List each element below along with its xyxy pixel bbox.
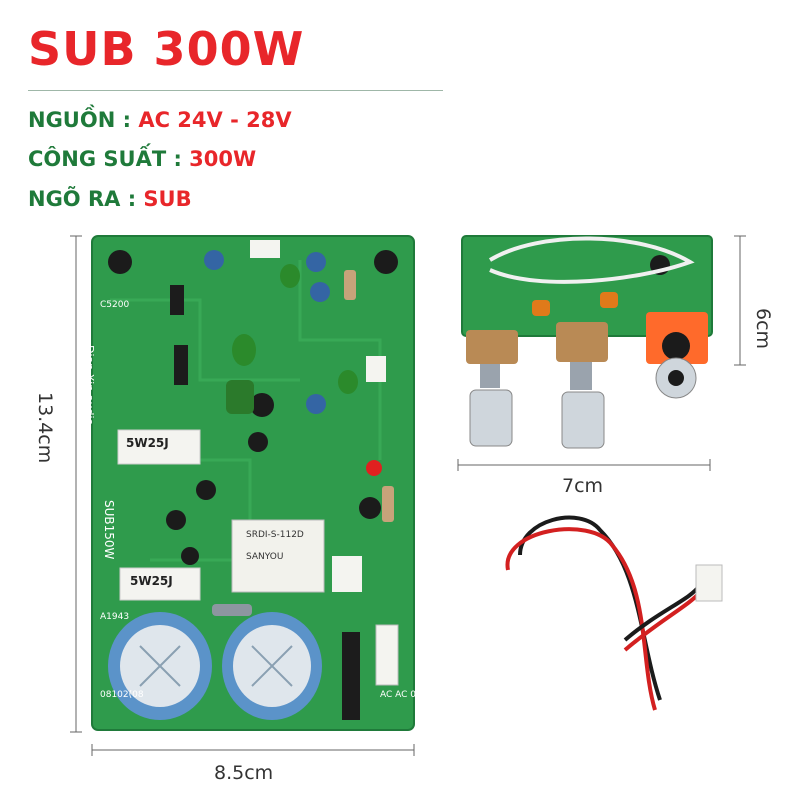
code-text-1: A1943 xyxy=(100,612,130,622)
model-text: SUB150W xyxy=(102,500,116,560)
ac-connector xyxy=(375,624,399,686)
main-height-dimension xyxy=(70,235,82,733)
spec-power-value: AC 24V - 28V xyxy=(138,108,292,132)
spec-power-label: NGUỒN : xyxy=(28,108,139,132)
spec-wattage: CÔNG SUẤT : 300W xyxy=(28,147,256,171)
power-cable xyxy=(505,515,723,711)
power-resistor-1 xyxy=(117,429,201,465)
spec-power: NGUỒN : AC 24V - 28V xyxy=(28,108,292,132)
potentiometer-1 xyxy=(466,330,518,447)
resistor-label-2: 5W25J xyxy=(130,574,173,588)
spec-output-label: NGÕ RA : xyxy=(28,187,144,211)
spec-output-value: SUB xyxy=(143,187,192,211)
relay-brand: SANYOU xyxy=(246,552,284,562)
small-components xyxy=(108,240,398,616)
filter-capacitor-1 xyxy=(108,612,212,720)
cap-text: C5200 xyxy=(100,300,130,310)
rca-input-jack xyxy=(646,312,708,399)
spec-wattage-label: CÔNG SUẤT : xyxy=(28,147,190,171)
main-width-dimension xyxy=(91,744,415,756)
small-width-label: 7cm xyxy=(562,475,604,497)
main-width-label: 8.5cm xyxy=(214,762,274,784)
rectifier xyxy=(342,632,360,720)
brand-text: Dian Xin audio xyxy=(83,345,96,426)
main-pcb xyxy=(91,235,415,731)
main-height-label: 13.4cm xyxy=(34,392,56,464)
small-height-label: 6cm xyxy=(752,308,774,350)
relay xyxy=(231,519,325,593)
code-text-2: 08102(08 xyxy=(100,690,144,700)
spec-wattage-value: 300W xyxy=(189,147,257,171)
small-height-dimension xyxy=(734,235,746,366)
preamp-board xyxy=(461,235,713,449)
potentiometer-2 xyxy=(556,322,608,449)
resistor-label-1: 5W25J xyxy=(126,436,169,450)
small-width-dimension xyxy=(457,459,711,471)
title-divider xyxy=(28,90,443,91)
relay-label: SRDI-S-112D xyxy=(246,530,304,540)
power-resistor-2 xyxy=(119,567,201,601)
page-title: SUB 300W xyxy=(28,22,305,76)
filter-capacitor-2 xyxy=(222,612,322,720)
connector-text: AC AC 0 xyxy=(380,690,417,700)
spec-output: NGÕ RA : SUB xyxy=(28,187,192,211)
